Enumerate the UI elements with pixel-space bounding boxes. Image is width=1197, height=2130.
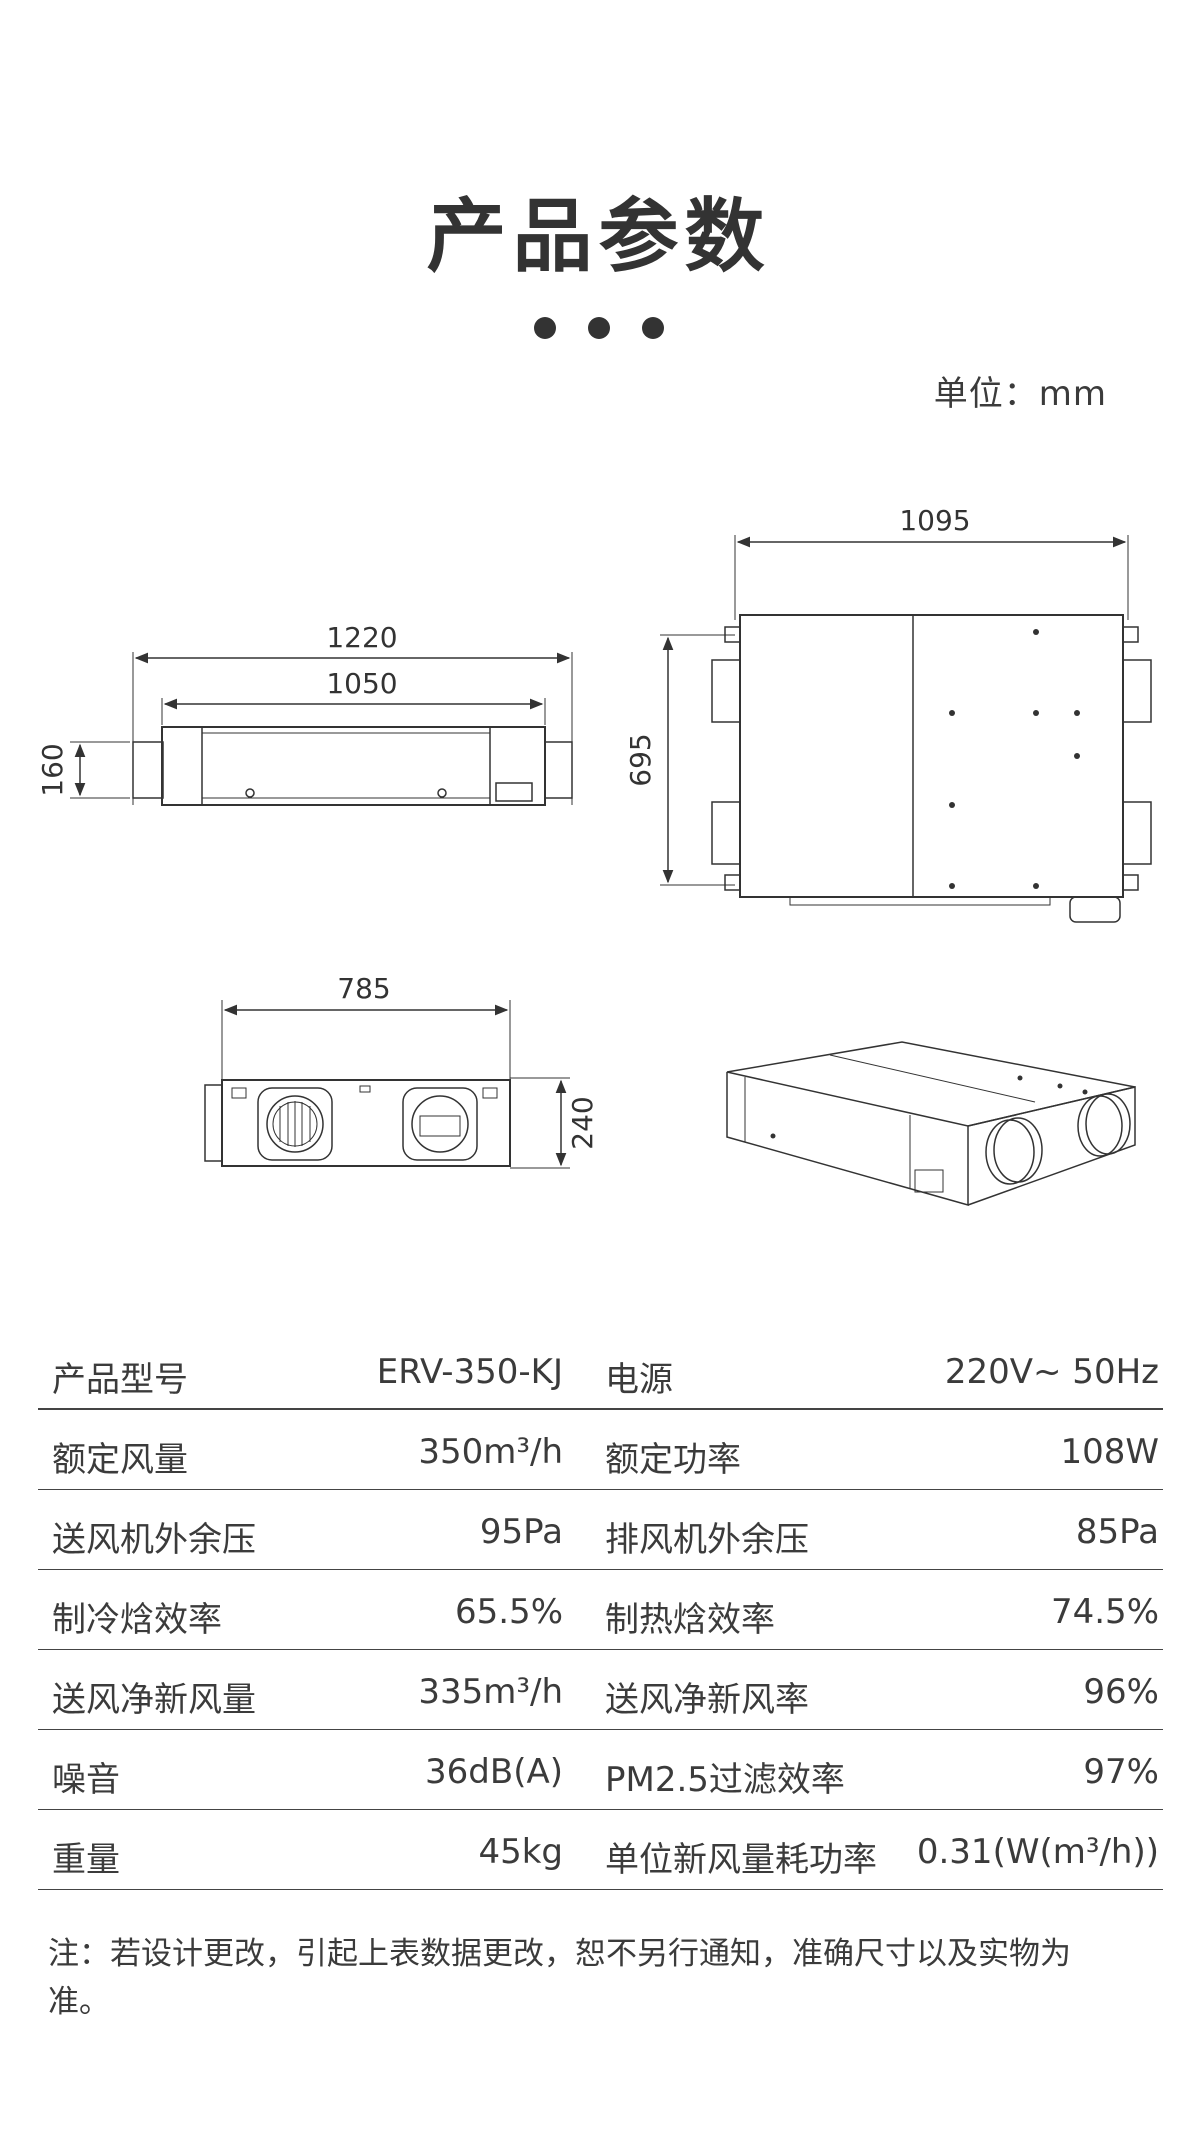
spec-label: 制热焓效率 [605,1600,775,1640]
spec-value: 350m³/h [418,1432,563,1472]
table-row: 重量 45kg 单位新风量耗功率 0.31(W(m³/h)) [38,1810,1163,1890]
spec-label: 送风机外余压 [52,1520,256,1560]
spec-label: 排风机外余压 [605,1520,809,1560]
spec-value: 85Pa [1075,1512,1159,1552]
table-row: 产品型号 ERV-350-KJ 电源 220V~ 50Hz [38,1330,1163,1410]
dim-side-body: 1050 [326,667,397,700]
unit-label: 单位：mm [933,374,1107,414]
dot-icon [587,317,610,339]
isometric-view [726,1041,1136,1206]
spec-label: 重量 [52,1840,120,1880]
spec-value: 97% [1083,1752,1159,1792]
table-row: 噪音 36dB(A) PM2.5过滤效率 97% [38,1730,1163,1810]
drawing-svg: 1220 1050 160 1095 695 785 240 [36,504,1152,1206]
spec-label: 噪音 [52,1760,120,1800]
dim-side-total: 1220 [326,621,397,654]
spec-label: 制冷焓效率 [52,1600,222,1640]
spec-value: 45kg [478,1832,563,1872]
dim-side-height: 160 [36,743,69,796]
dot-icon [533,317,556,339]
spec-value: ERV-350-KJ [376,1352,563,1392]
spec-table: 产品型号 ERV-350-KJ 电源 220V~ 50Hz 额定风量 350m³… [38,1330,1163,1890]
decorative-dots [0,317,1197,341]
dim-front-height: 240 [566,1096,599,1149]
spec-label: 电源 [605,1360,673,1400]
spec-value: 74.5% [1050,1592,1159,1632]
spec-label: 额定风量 [52,1440,188,1480]
footnote: 注：若设计更改，引起上表数据更改，恕不另行通知，准确尺寸以及实物为准。 [48,1936,1071,2020]
spec-value: 220V~ 50Hz [944,1352,1159,1392]
spec-label: PM2.5过滤效率 [605,1760,845,1800]
spec-value: 95Pa [479,1512,563,1552]
dim-top-depth: 695 [624,733,657,786]
table-row: 制冷焓效率 65.5% 制热焓效率 74.5% [38,1570,1163,1650]
table-row: 送风净新风量 335m³/h 送风净新风率 96% [38,1650,1163,1730]
dim-front-width: 785 [337,972,390,1005]
page-title: 产品参数 [426,190,771,283]
spec-value: 0.31(W(m³/h)) [916,1832,1159,1872]
spec-label: 产品型号 [52,1360,188,1400]
spec-value: 65.5% [454,1592,563,1632]
spec-value: 108W [1060,1432,1159,1472]
spec-value: 96% [1083,1672,1159,1712]
side-view [70,652,573,806]
technical-drawing: 1220 1050 160 1095 695 785 240 [0,480,1197,1240]
spec-value: 335m³/h [418,1672,563,1712]
spec-label: 送风净新风率 [605,1680,809,1720]
table-row: 送风机外余压 95Pa 排风机外余压 85Pa [38,1490,1163,1570]
dim-top-length: 1095 [899,504,970,537]
spec-label: 送风净新风量 [52,1680,256,1720]
front-view [204,1000,570,1169]
spec-value: 36dB(A) [425,1752,563,1792]
table-row: 额定风量 350m³/h 额定功率 108W [38,1410,1163,1490]
dot-icon [641,317,664,339]
top-view [660,535,1152,923]
spec-label: 单位新风量耗功率 [605,1840,877,1880]
spec-label: 额定功率 [605,1440,741,1480]
